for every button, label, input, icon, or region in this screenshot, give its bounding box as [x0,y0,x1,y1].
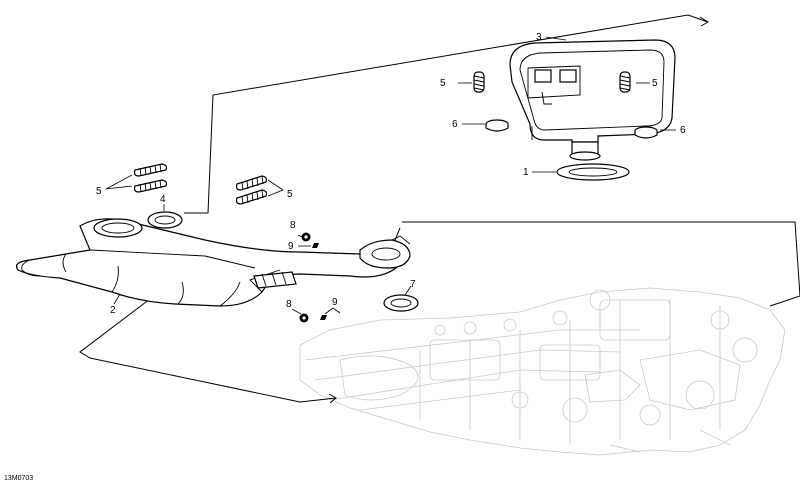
nut-upper [301,232,311,242]
callout-8-upper: 8 [290,220,296,231]
nut-lower [299,313,309,323]
callout-1: 1 [523,167,529,178]
callout-labels: 3 5 5 6 6 1 5 5 4 2 7 8 9 8 9 13M0703 [4,32,686,482]
callout-7: 7 [410,279,416,290]
routing-line-engine [79,251,337,403]
routing-line-manifold [394,221,800,307]
callout-3: 3 [536,32,542,43]
spring-pair-middle [235,175,268,205]
routing-arrow-muffler [699,16,709,27]
callout-5-left: 5 [96,186,102,197]
rubber-mount-right [634,126,658,139]
gasket-pipe-inlet [147,211,183,229]
routing-line-muffler [184,14,709,214]
stud-upper [312,243,319,248]
callout-8-lower: 8 [286,299,292,310]
diagram-reference-code: 13M0703 [4,475,33,482]
gasket-muffler [556,163,630,181]
callout-5-middle: 5 [287,189,293,200]
callout-6-left: 6 [452,119,458,130]
stud-lower [320,315,327,320]
spring-muffler-left [473,71,485,93]
callout-9-upper: 9 [288,241,294,252]
spring-pair-left [133,163,168,193]
engine-outline [299,287,786,456]
callout-5-muffler-right: 5 [652,78,658,89]
callout-4: 4 [160,194,166,205]
callout-6-right: 6 [680,125,686,136]
routing-arrow-engine [328,393,337,404]
callout-2: 2 [110,305,116,316]
callout-5-muffler-left: 5 [440,78,446,89]
exhaust-pipe [15,218,411,307]
callout-9-lower: 9 [332,297,338,308]
rubber-mount-left [485,119,509,132]
spring-muffler-right [619,71,631,93]
leader-lines [105,36,676,315]
gasket-manifold [383,294,419,312]
muffler [509,39,676,161]
